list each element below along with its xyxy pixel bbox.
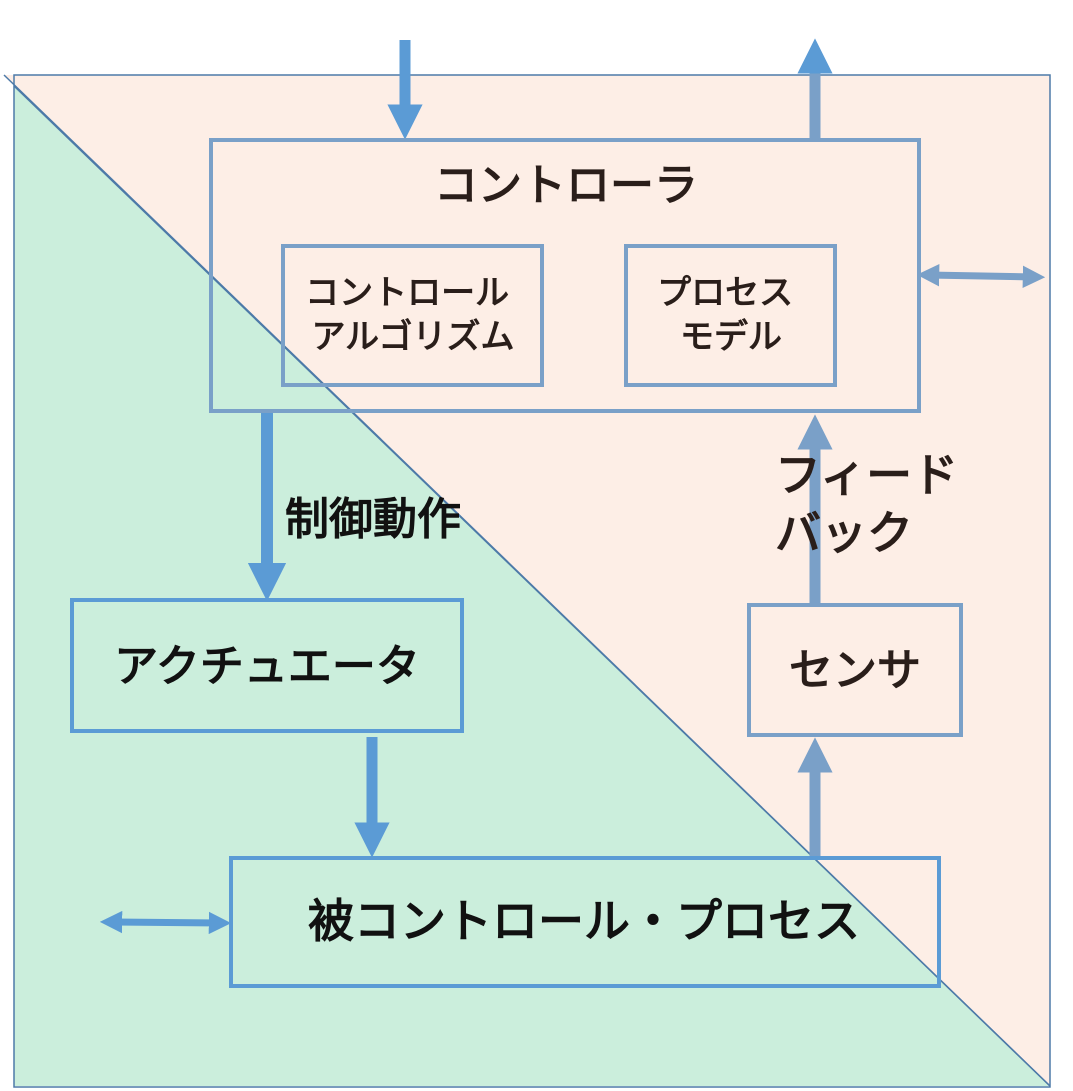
algorithm-label: コントロール アルゴリズム	[305, 273, 521, 357]
process-model-box	[624, 244, 837, 387]
controlled-process-box	[229, 856, 941, 988]
algorithm-label-line-1: コントロール	[305, 273, 509, 313]
outer-frame	[13, 74, 1051, 1088]
feedback-label: フィード バック	[775, 448, 974, 560]
left-bidirectional-arrow	[99, 910, 232, 935]
diagonal-divider-inner	[13, 85, 1051, 1087]
algorithm-label-line-2: アルゴリズム	[312, 317, 515, 357]
process-model-label-line-2: モデル	[680, 317, 782, 357]
sensor-label: センサ	[789, 645, 921, 696]
controlled-process-label: 被コントロール・プロセス	[308, 894, 860, 948]
controller-box	[209, 138, 921, 413]
feedback-label-line-1: フィード	[775, 448, 958, 502]
actuator-box	[70, 598, 464, 733]
controller-title: コントローラ	[434, 160, 698, 211]
right-bidirectional-arrow	[916, 264, 1046, 288]
process-model-label: プロセス モデル	[657, 273, 805, 357]
control-action-label: 制御動作	[285, 494, 461, 545]
sensor-box	[747, 603, 963, 737]
feedback-label-line-2: バック	[775, 506, 913, 560]
algorithm-box	[281, 244, 544, 387]
actuator-label: アクチュエータ	[114, 641, 420, 692]
process-model-label-line-1: プロセス	[657, 273, 793, 313]
